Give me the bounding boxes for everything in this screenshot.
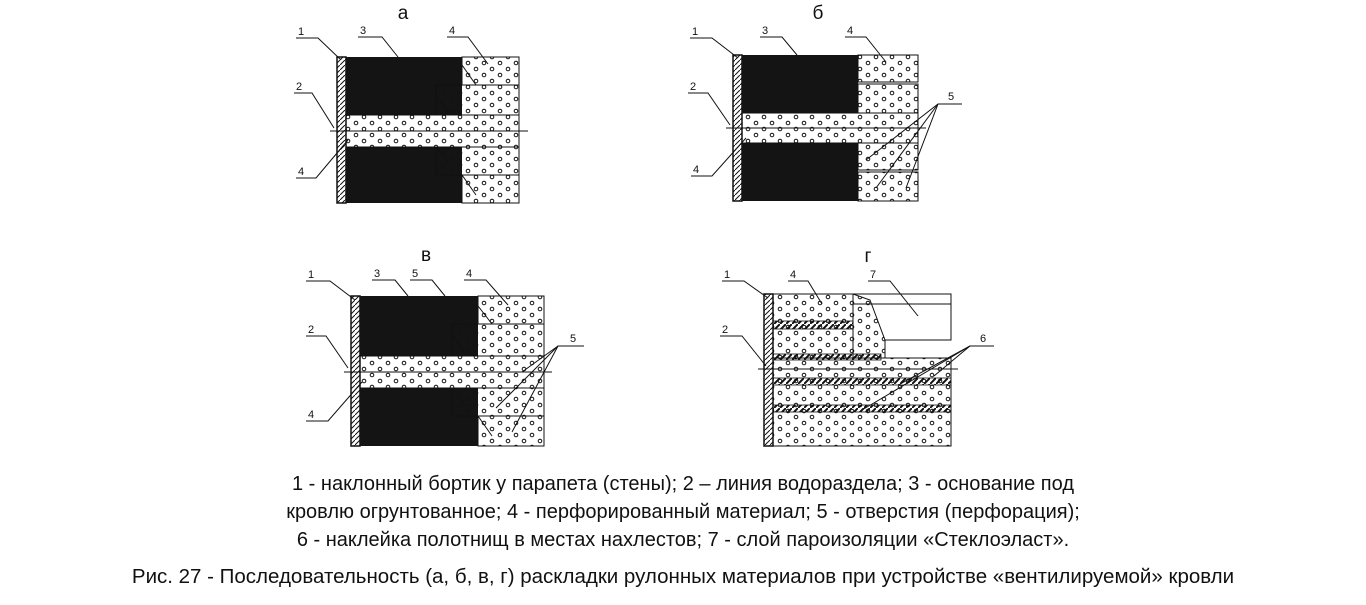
leaders: [294, 36, 489, 179]
label-3: 3: [762, 25, 768, 37]
label-4: 4: [466, 268, 472, 280]
label-5: 5: [570, 333, 576, 345]
label-1: 1: [308, 269, 314, 281]
legend-line: 6 - наклейка полотнищ в местах нахлестов…: [296, 529, 1070, 551]
label-4: 4: [298, 166, 304, 178]
panel-a: а 1 3 4 2 4: [294, 3, 528, 204]
leaders: [720, 280, 994, 411]
panel-c: в 1: [306, 245, 584, 447]
panel-a-letter: а: [398, 3, 409, 24]
label-7: 7: [870, 269, 876, 281]
parapet-slope: [350, 295, 361, 447]
label-5: 5: [412, 268, 418, 280]
panel-b: б 1 3 4 2 4 5: [688, 3, 962, 202]
label-1: 1: [298, 26, 304, 38]
base-layer: [742, 55, 858, 201]
label-6: 6: [980, 333, 986, 345]
overlap-strips: [772, 320, 952, 413]
legend-line: 1 - наклонный бортик у парапета (стены);…: [292, 473, 1074, 495]
perforated-material: [345, 56, 520, 204]
panel-b-letter: б: [813, 3, 824, 24]
leaders: [688, 36, 962, 189]
parapet-slope: [763, 293, 774, 447]
label-2: 2: [690, 81, 696, 93]
figure-caption: Рис. 27 - Последовательность (а, б, в, г…: [131, 565, 1235, 588]
label-1: 1: [692, 26, 698, 38]
legend: 1 - наклонный бортик у парапета (стены);…: [0, 470, 1366, 554]
figure-diagram: а 1 3 4 2 4: [294, 3, 994, 447]
label-2: 2: [308, 324, 314, 336]
parapet-slope: [336, 56, 347, 204]
label-4: 4: [847, 25, 853, 37]
leaders: [306, 279, 584, 433]
vapor-barrier: [852, 293, 952, 341]
label-2: 2: [296, 81, 302, 93]
label-1: 1: [724, 269, 730, 281]
label-4: 4: [449, 25, 455, 37]
legend-line: кровлю огрунтованное; 4 - перфорированны…: [286, 501, 1080, 523]
label-5: 5: [948, 91, 954, 103]
label-3: 3: [360, 25, 366, 37]
panel-c-letter: в: [421, 245, 431, 266]
panel-g-letter: г: [865, 246, 872, 267]
label-2: 2: [722, 324, 728, 336]
label-4: 4: [693, 164, 699, 176]
panel-g: г 1 4 7 2: [720, 246, 994, 447]
label-3: 3: [374, 268, 380, 280]
label-4: 4: [790, 269, 796, 281]
label-4: 4: [308, 409, 314, 421]
